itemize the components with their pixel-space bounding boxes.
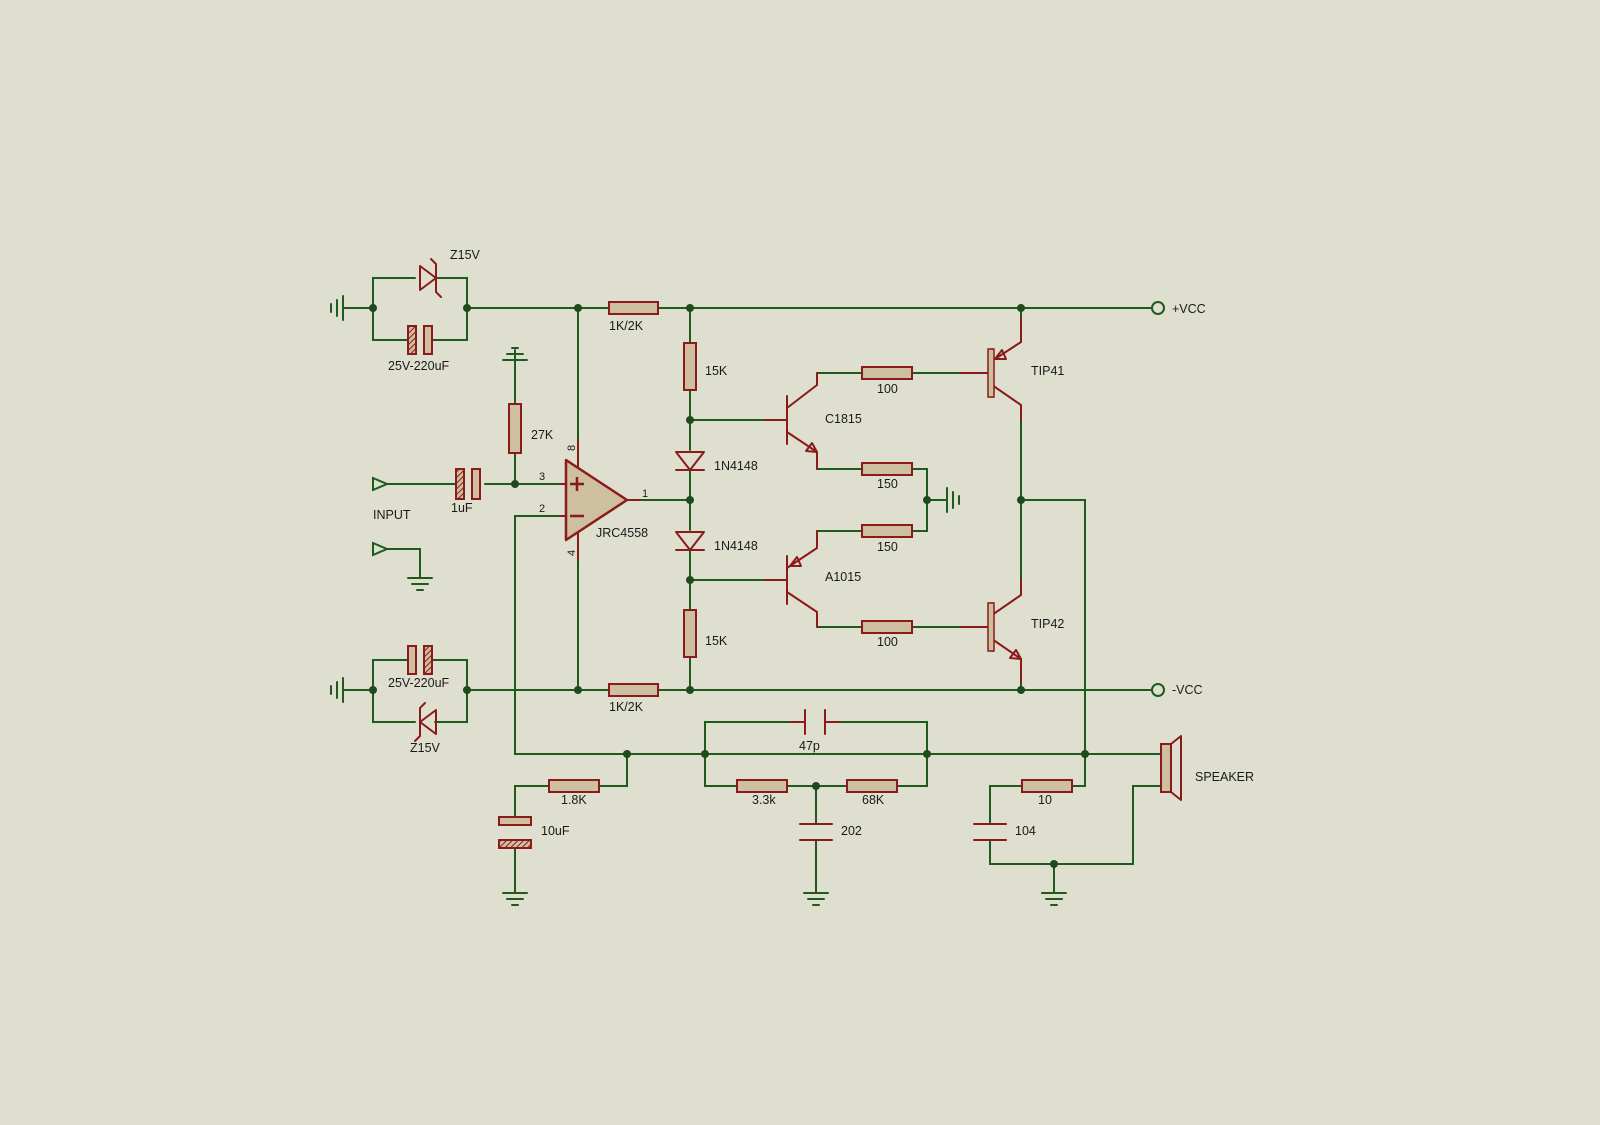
label-pin4: 4 [566,550,578,556]
label-zener-top: Z15V [450,248,481,262]
label-r3-3k: 3.3k [752,793,776,807]
terminal-vcc-positive [1151,301,1165,315]
label-r150-top: 150 [877,477,898,491]
capacitor-202 [799,823,833,841]
label-r-bottom: 1K/2K [609,700,644,714]
label-zener-bottom: Z15V [410,741,441,755]
transistor-c1815 [764,372,818,470]
label-a1015: A1015 [825,570,861,584]
label-cap-bottom: 25V-220uF [388,676,450,690]
label-input: INPUT [373,508,411,522]
opamp-jrc4558 [559,439,641,561]
resistor-10 [1021,779,1073,793]
ground-bias [946,487,960,513]
transistor-tip42 [959,579,1022,683]
label-r27k: 27K [531,428,554,442]
zener-diode-bottom [414,702,437,742]
terminal-vcc-negative [1151,683,1165,697]
label-r100-bottom: 100 [877,635,898,649]
label-d1: 1N4148 [714,459,758,473]
label-d2: 1N4148 [714,539,758,553]
label-c10uf: 10uF [541,824,570,838]
label-vcc-positive: +VCC [1172,302,1206,316]
input-terminal-ground [372,541,390,557]
diode-1n4148-lower [675,531,705,551]
ground-10uf [502,892,528,906]
zener-diode-top [419,258,442,298]
input-terminal-signal [372,476,390,492]
label-tip41: TIP41 [1031,364,1064,378]
resistor-1-8k [548,779,600,793]
resistor-1k2k-bottom [608,683,659,697]
label-tip42: TIP42 [1031,617,1064,631]
transistor-a1015 [764,530,818,628]
label-c104: 104 [1015,824,1036,838]
label-pin2: 2 [539,503,545,515]
label-r1-8k: 1.8K [561,793,587,807]
resistor-3-3k [736,779,788,793]
ground-left-top [330,295,344,321]
resistor-15k-top [683,342,697,391]
resistor-150-bottom [861,524,913,538]
speaker-icon [1160,735,1182,801]
label-pin3: 3 [539,471,545,483]
label-r150-bottom: 150 [877,540,898,554]
label-r15k-top: 15K [705,364,728,378]
ground-speaker [1041,892,1067,906]
capacitor-47p [789,709,841,735]
label-cap-top: 25V-220uF [388,359,450,373]
capacitor-10uf [498,816,532,849]
resistor-150-top [861,462,913,476]
resistor-1k2k-top [608,301,659,315]
label-pin8: 8 [566,445,578,451]
capacitor-25v-220uf-bottom [407,645,433,675]
capacitor-25v-220uf-top [407,325,433,355]
label-r100-top: 100 [877,382,898,396]
resistor-100-top [861,366,913,380]
label-r-top: 1K/2K [609,319,644,333]
label-c1815: C1815 [825,412,862,426]
resistor-100-bottom [861,620,913,634]
capacitor-104 [973,823,1007,841]
label-c202: 202 [841,824,862,838]
label-c47p: 47p [799,739,820,753]
resistor-15k-bottom [683,609,697,658]
label-r10: 10 [1038,793,1052,807]
transistor-tip41 [959,317,1022,421]
capacitor-1uf [455,468,481,500]
ground-202 [803,892,829,906]
label-r15k-bottom: 15K [705,634,728,648]
label-speaker: SPEAKER [1195,770,1254,784]
ground-input [407,577,433,591]
label-r68k: 68K [862,793,885,807]
resistor-27k [508,403,522,454]
resistor-68k [846,779,898,793]
junction-dots [369,304,1089,868]
ground-27k [502,347,528,361]
label-vcc-negative: -VCC [1172,683,1203,697]
label-cin: 1uF [451,501,473,515]
diode-1n4148-upper [675,451,705,471]
ground-left-bottom [330,677,344,703]
label-opamp: JRC4558 [596,526,648,540]
label-pin1: 1 [642,488,648,500]
